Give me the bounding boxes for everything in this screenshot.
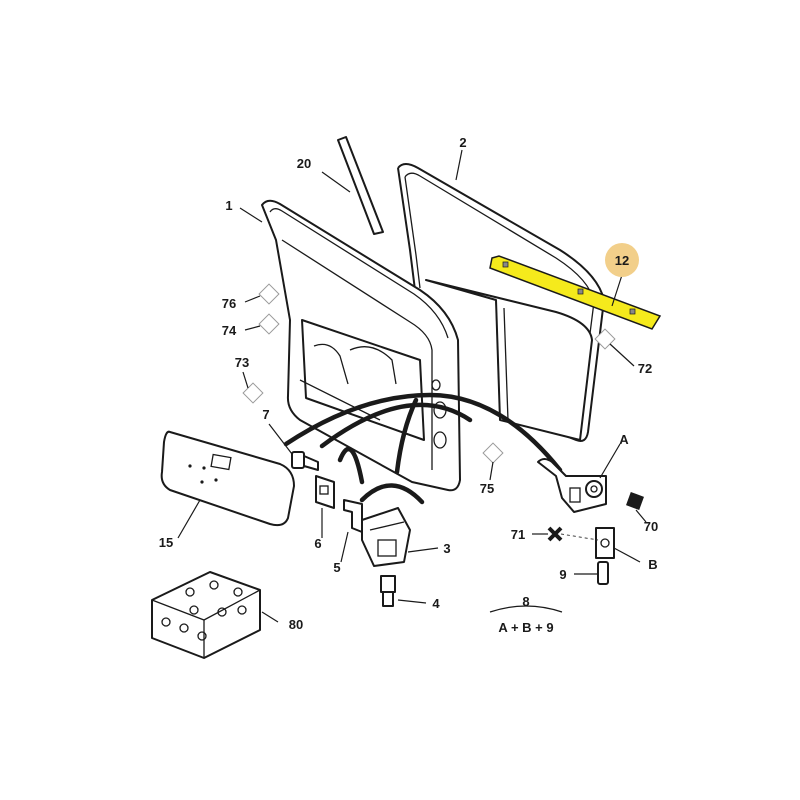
door-cables [283, 392, 563, 505]
label-76: 76 [222, 296, 236, 311]
label-15: 15 [159, 535, 173, 550]
part-70-clip[interactable] [626, 492, 644, 510]
leader-lines [177, 149, 647, 623]
part-9-pin[interactable] [597, 561, 609, 585]
part-A-upper-hinge[interactable] [537, 458, 607, 513]
part-6-bracket[interactable] [315, 475, 335, 509]
label-20: 20 [297, 156, 311, 171]
part-B-lower-hinge[interactable] [595, 527, 615, 559]
part-7-bolt[interactable] [291, 451, 319, 471]
part-80-fastener-kit[interactable] [151, 571, 261, 659]
label-7: 7 [262, 407, 269, 422]
label-6: 6 [314, 536, 321, 551]
door-outer-panel [425, 279, 593, 441]
label-1: 1 [225, 198, 232, 213]
label-9: 9 [559, 567, 566, 582]
part-12-window-seal-strip[interactable] [489, 255, 662, 330]
label-12: 12 [615, 253, 629, 268]
part-3-check-strap[interactable] [361, 507, 411, 567]
part-15-trim-panel[interactable] [160, 430, 295, 527]
part-5-bracket[interactable] [343, 499, 363, 533]
part-74-clip[interactable] [258, 313, 280, 335]
label-B: B [648, 557, 657, 572]
label-4: 4 [432, 596, 440, 611]
part-73-clip[interactable] [242, 382, 264, 404]
label-A: A [619, 432, 629, 447]
part-75-clip[interactable] [482, 442, 504, 464]
label-75: 75 [480, 481, 494, 496]
label-71: 71 [511, 527, 525, 542]
label-73: 73 [235, 355, 249, 370]
label-72: 72 [638, 361, 652, 376]
label-80: 80 [289, 617, 303, 632]
label-2: 2 [459, 135, 466, 150]
label-5: 5 [333, 560, 340, 575]
formula-label: A + B + 9 [498, 620, 553, 635]
part-76-clip[interactable] [258, 283, 280, 305]
part-71-fastener[interactable] [547, 526, 599, 542]
part-4-stud[interactable] [380, 575, 396, 607]
label-8: 8 [522, 594, 529, 609]
label-70: 70 [644, 519, 658, 534]
part-20-window-channel[interactable] [337, 136, 384, 235]
label-3: 3 [443, 541, 450, 556]
part-72-clip[interactable] [594, 328, 616, 350]
label-74: 74 [222, 323, 237, 338]
part-12-callout-circle [605, 243, 639, 277]
